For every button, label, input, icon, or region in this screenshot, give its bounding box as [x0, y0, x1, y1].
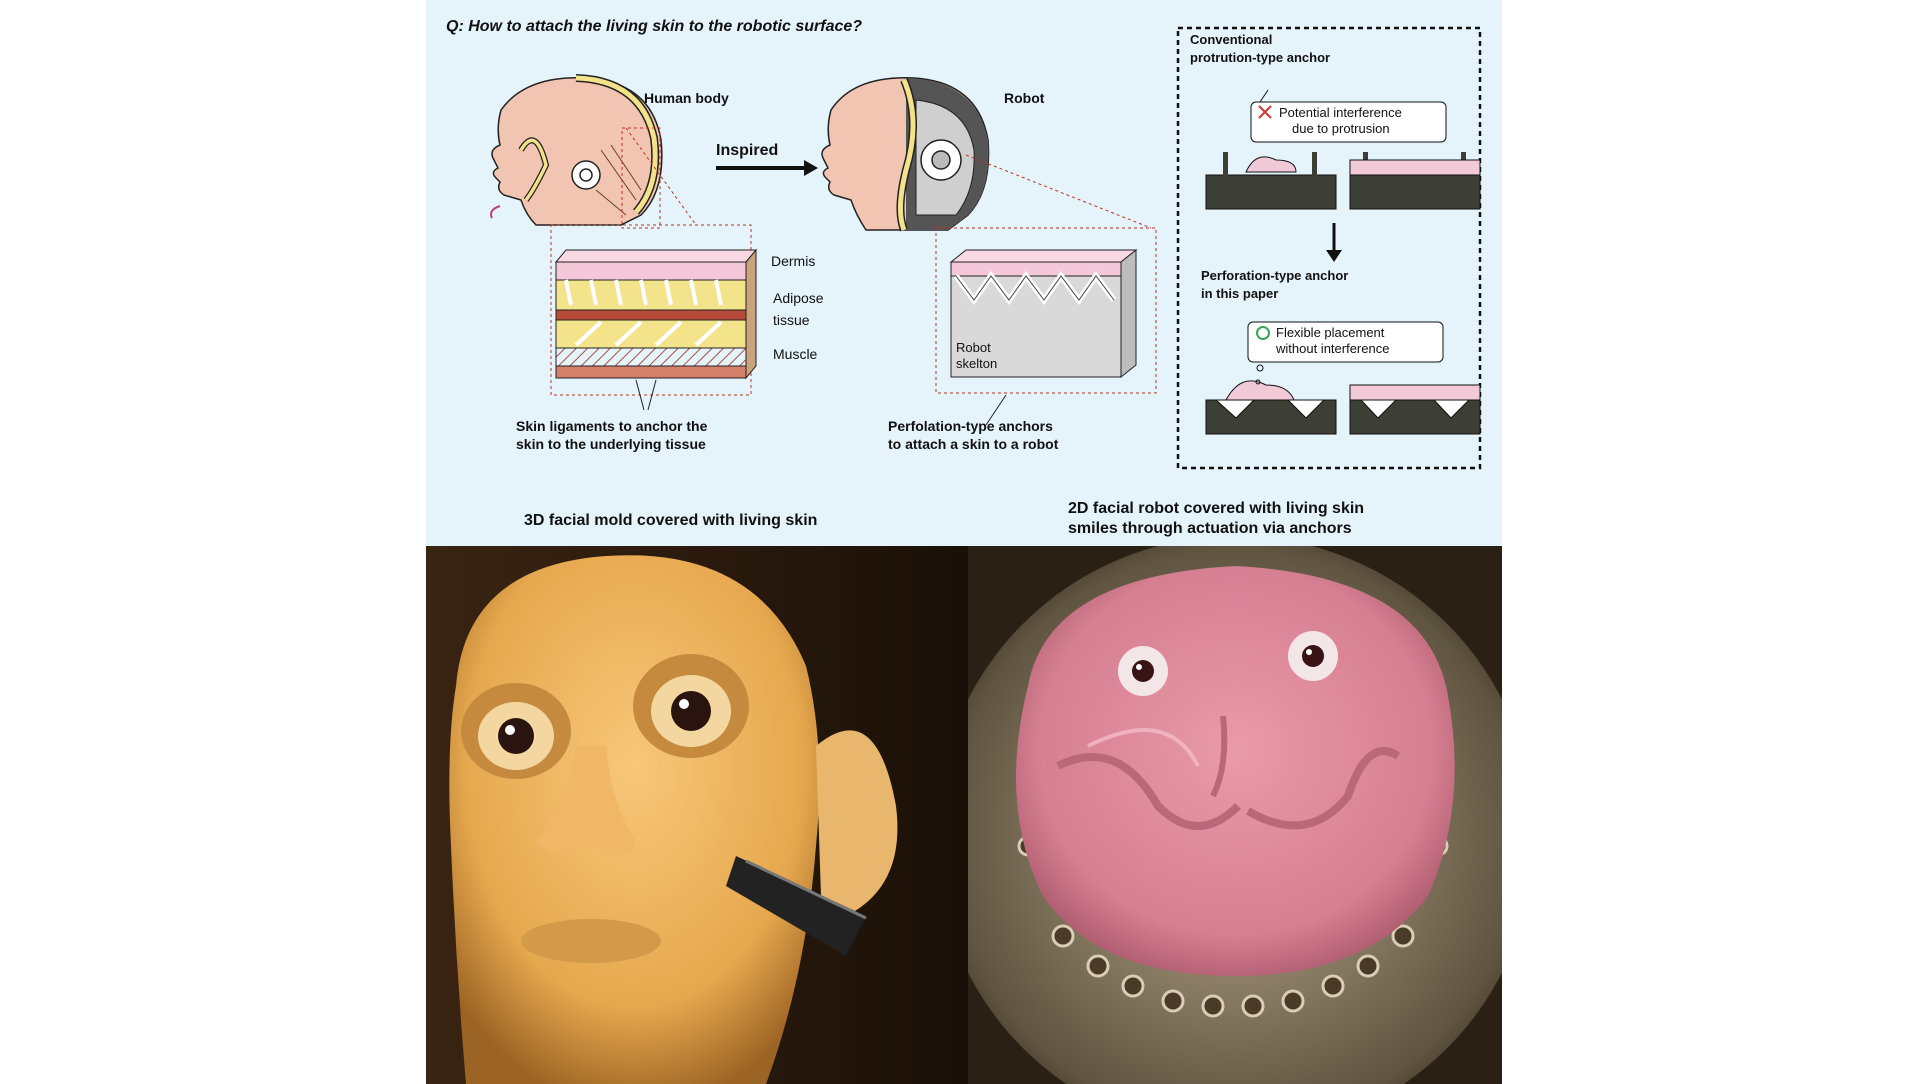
- diagram-panel: Q: How to attach the living skin to the …: [426, 0, 1502, 546]
- human-skin-block: [550, 224, 758, 396]
- robot-caption-line-1: Perfolation-type anchors: [888, 418, 1053, 434]
- right-photo-title-1: 2D facial robot covered with living skin: [1068, 500, 1365, 517]
- question-heading: Q: How to attach the living skin to the …: [446, 18, 863, 35]
- left-photo-title: 3D facial mold covered with living skin: [524, 512, 818, 529]
- adipose-label-2: tissue: [773, 312, 810, 328]
- facial-robot-photo: [968, 546, 1502, 1084]
- inspired-arrow: [716, 160, 818, 176]
- muscle-label: Muscle: [773, 346, 818, 362]
- flexible-label-2: without interference: [1276, 341, 1390, 356]
- human-caption-line-1: Skin ligaments to anchor the: [516, 418, 708, 434]
- interference-label-1: Potential interference: [1279, 105, 1402, 120]
- facial-mold-illustration: [426, 546, 968, 1084]
- robot-caption-line-2: to attach a skin to a robot: [888, 436, 1059, 452]
- dermis-label: Dermis: [771, 253, 816, 269]
- diagram-drawings: [490, 26, 1482, 470]
- flexible-label-1: Flexible placement: [1276, 325, 1385, 340]
- right-photo-title-2: smiles through actuation via anchors: [1068, 520, 1352, 537]
- conventional-label-1: Conventional: [1190, 32, 1273, 47]
- perforation-label-2: in this paper: [1201, 286, 1279, 301]
- perforation-label-1: Perforation-type anchor: [1201, 268, 1349, 283]
- human-body-title: Human body: [644, 90, 729, 106]
- human-caption-line-2: skin to the underlying tissue: [516, 436, 706, 452]
- robot-skin-block: [949, 248, 1138, 379]
- adipose-label-1: Adipose: [773, 290, 824, 306]
- interference-label-2: due to protrusion: [1292, 121, 1390, 136]
- robot-skeleton-label-2: skelton: [956, 356, 998, 371]
- anchor-comparison-box: [1176, 26, 1482, 470]
- robot-skeleton-label-1: Robot: [956, 340, 991, 355]
- robot-head-illustration: [821, 77, 990, 232]
- facial-mold-photo: [426, 546, 968, 1084]
- human-head-illustration: [490, 74, 663, 226]
- inspired-label: Inspired: [716, 142, 779, 159]
- facial-robot-illustration: [968, 546, 1502, 1084]
- conventional-label-2: protrution-type anchor: [1190, 50, 1331, 65]
- figure: Q: How to attach the living skin to the …: [426, 0, 1502, 1084]
- robot-title: Robot: [1004, 90, 1045, 106]
